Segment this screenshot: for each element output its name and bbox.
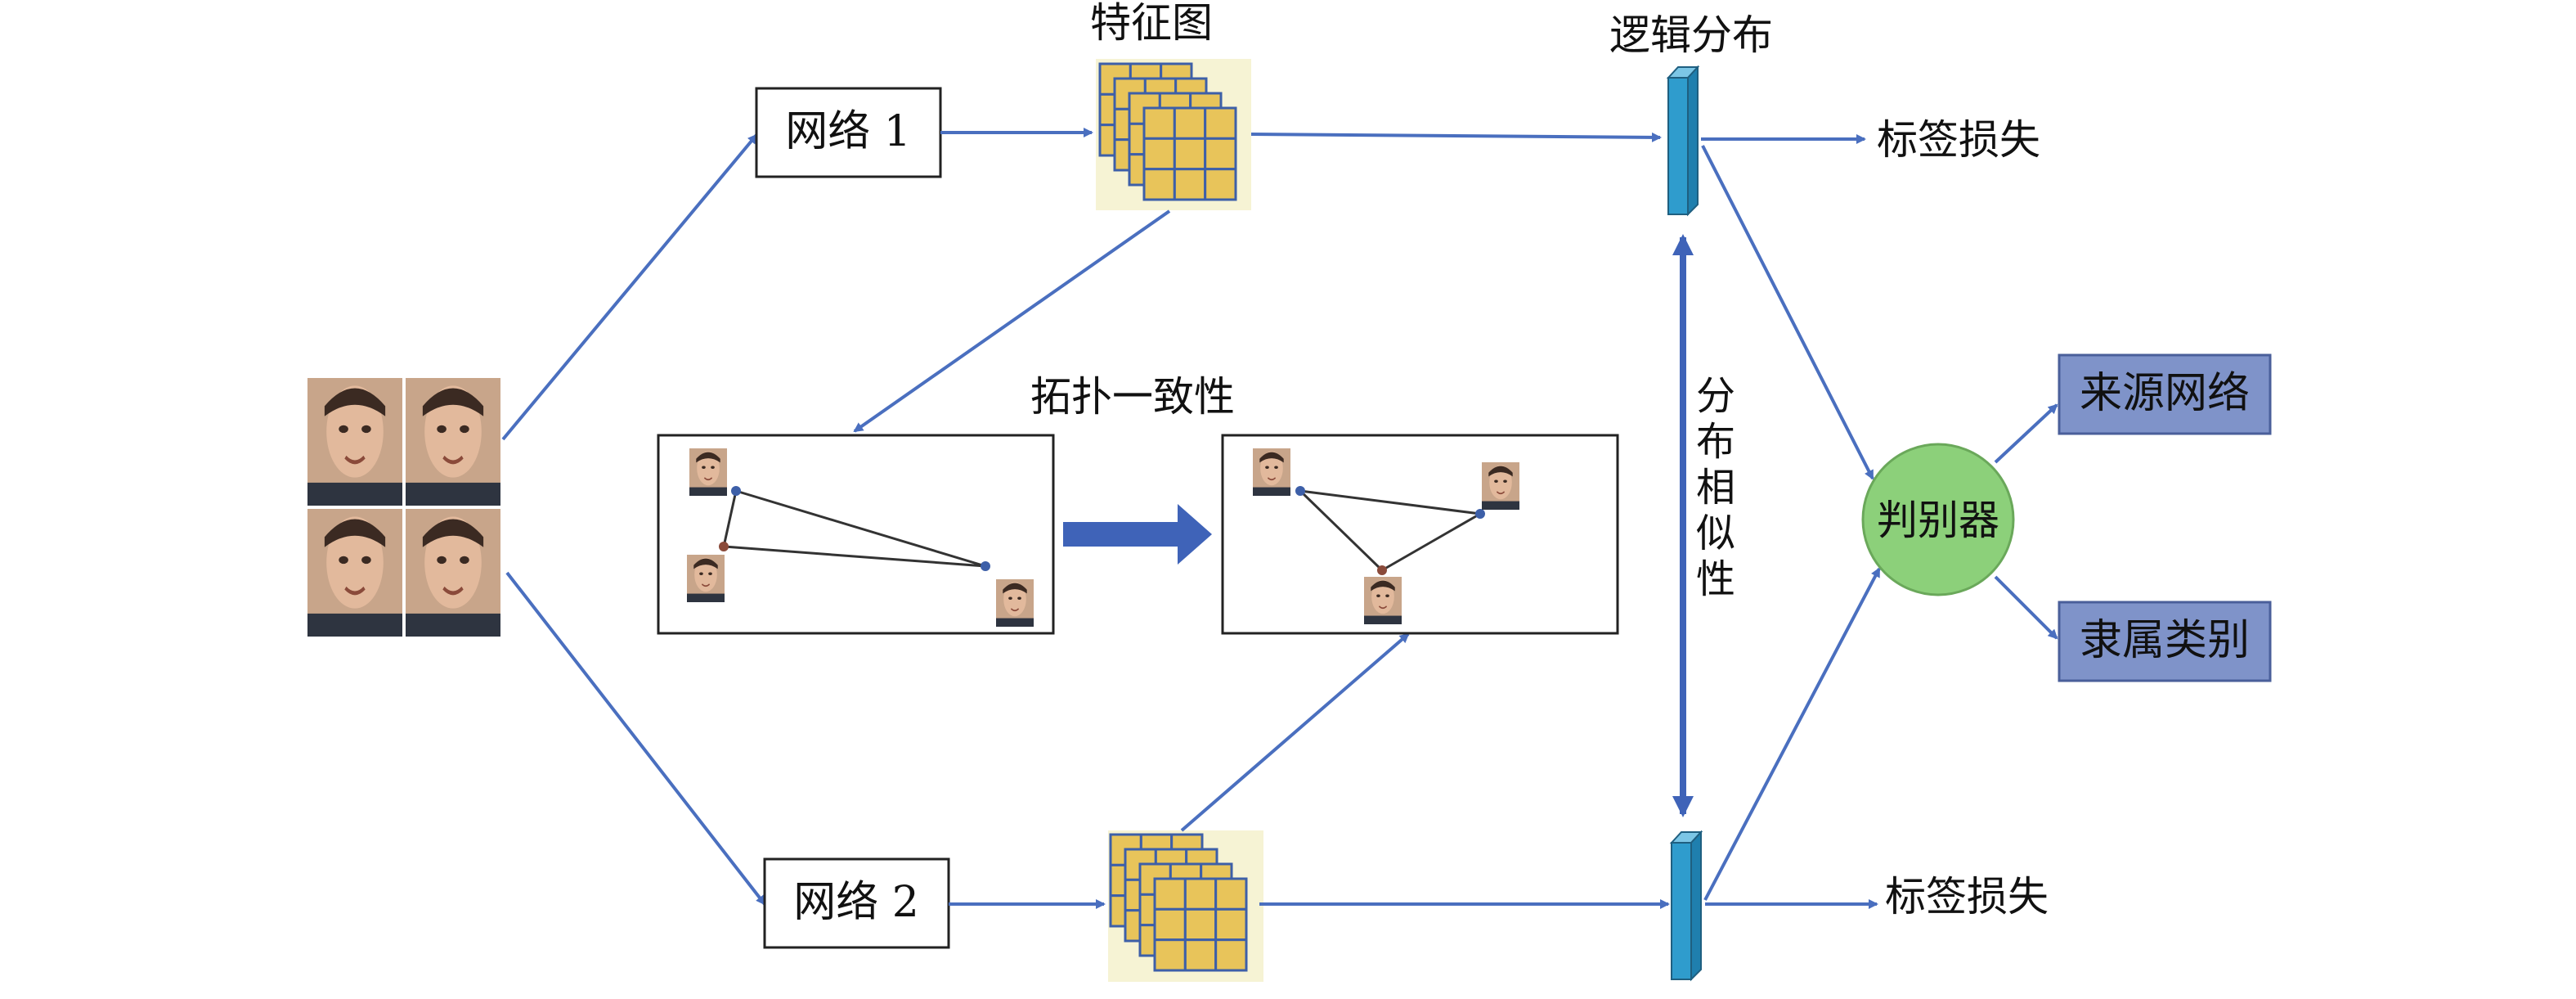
feature-map-cell — [1153, 938, 1187, 972]
topology-panel-after — [1221, 434, 1619, 635]
feature-map-cell — [1173, 168, 1207, 201]
belonging-class-label: 隶属类别 — [2080, 616, 2250, 665]
distribution-similarity-char: 分 — [1696, 373, 1735, 419]
feature-map-cell — [1142, 137, 1176, 171]
logit-bar-top — [1666, 65, 1700, 217]
feature-map-bottom — [1108, 830, 1263, 982]
distribution-similarity-char: 相 — [1696, 465, 1735, 511]
feature-map-cell — [1142, 106, 1176, 140]
network1-box: 网络 1 — [755, 87, 942, 178]
face-photo-icon — [1252, 448, 1291, 497]
feature-map-cell — [1214, 938, 1248, 972]
label-loss-bottom: 标签损失 — [1885, 873, 2049, 920]
discriminator-label: 判别器 — [1877, 497, 1999, 544]
feature-map-cell — [1214, 877, 1248, 911]
feature-map-label: 特征图 — [1090, 0, 1213, 47]
feature-map-cell — [1183, 938, 1218, 972]
distribution-similarity-char: 布 — [1696, 419, 1735, 465]
feature-map-layer — [1142, 106, 1237, 201]
face-photo-icon — [1481, 461, 1520, 511]
feature-map-cell — [1153, 907, 1187, 942]
face-photo-icon — [1363, 576, 1402, 625]
feature-map-cell — [1204, 168, 1237, 201]
source-network-label: 来源网络 — [2080, 369, 2250, 418]
topology-panel-before — [657, 434, 1055, 635]
arrow-logits2-to-discriminator — [1703, 567, 1881, 901]
network1-label: 网络 1 — [785, 107, 911, 156]
feature-map-cell — [1142, 168, 1176, 201]
arrow-features2-to-topology — [1180, 632, 1410, 832]
feature-map-layer — [1153, 877, 1248, 972]
feature-map-cell — [1183, 877, 1218, 911]
feature-map-cell — [1183, 907, 1218, 942]
arrow-to-source-network — [1994, 403, 2058, 464]
source-network-box: 来源网络 — [2058, 353, 2272, 435]
topology-consistency-label: 拓扑一致性 — [1030, 373, 1235, 421]
label-loss-top: 标签损失 — [1877, 116, 2040, 164]
input-face-images — [307, 378, 500, 637]
distribution-similarity-char: 似 — [1696, 511, 1735, 556]
arrow-to-belonging-class — [1994, 575, 2058, 640]
topology-transform-arrow — [1063, 504, 1212, 565]
face-photo-icon — [995, 578, 1034, 628]
network2-box: 网络 2 — [763, 857, 950, 949]
distribution-similarity-char: 性 — [1696, 556, 1735, 602]
belonging-class-box: 隶属类别 — [2058, 601, 2272, 682]
logit-bar-bottom — [1669, 830, 1703, 982]
feature-map-top — [1096, 59, 1251, 210]
feature-map-cell — [1204, 137, 1237, 171]
arrow-input-to-network2 — [505, 571, 766, 906]
arrow-input-to-network1 — [501, 133, 758, 441]
discriminator-node: 判别器 — [1861, 443, 2015, 596]
arrow-features1-to-topology — [853, 209, 1171, 433]
face-photo-icon — [689, 448, 728, 497]
feature-map-cell — [1173, 106, 1207, 140]
feature-map-cell — [1153, 877, 1187, 911]
logit-distribution-label: 逻辑分布 — [1609, 11, 1773, 59]
face-photo-icon — [686, 554, 725, 603]
feature-map-cell — [1214, 907, 1248, 942]
arrow-features1-to-logits — [1250, 132, 1662, 142]
feature-map-cell — [1204, 106, 1237, 140]
feature-map-cell — [1173, 137, 1207, 171]
arrow-logits1-to-discriminator — [1701, 145, 1874, 480]
distribution-similarity-label: 分 布 相 似 性 — [1696, 373, 1735, 602]
network2-label: 网络 2 — [793, 878, 919, 927]
